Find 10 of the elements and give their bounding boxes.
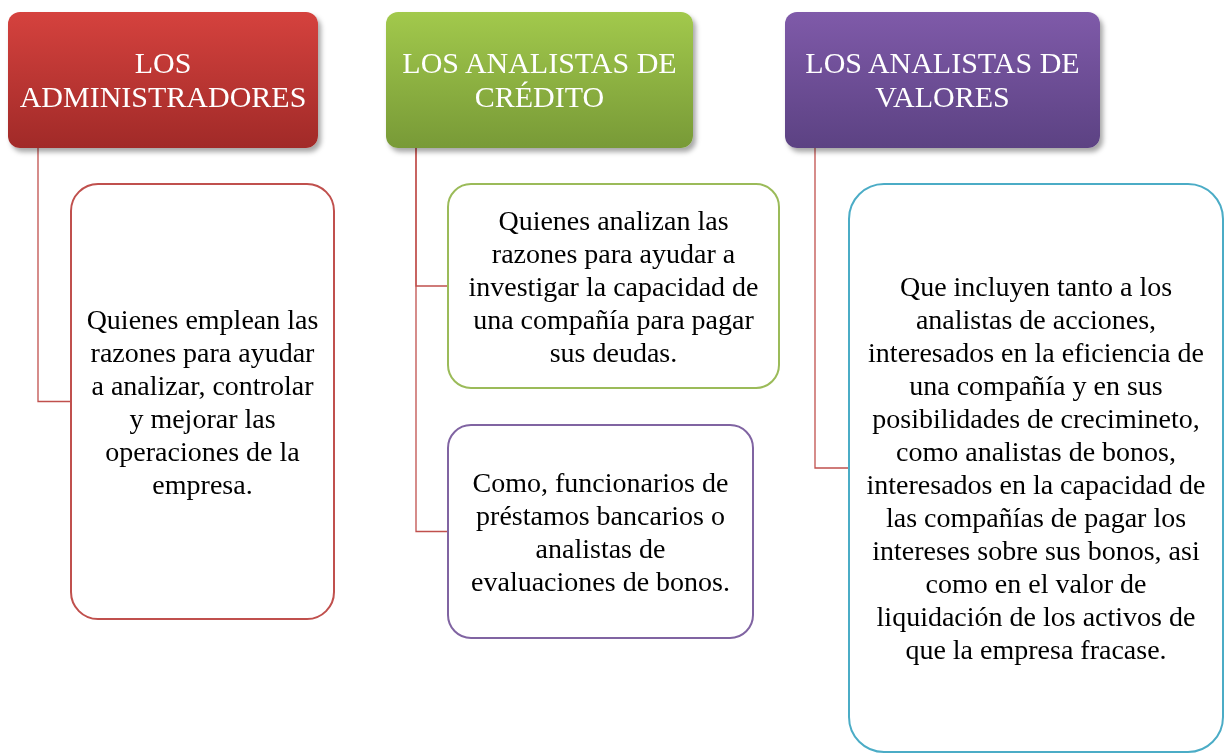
connector-line <box>37 147 71 403</box>
connector-line <box>814 147 849 469</box>
header-box: LOS ADMINISTRADORES <box>8 12 318 148</box>
header-box: LOS ANALISTAS DE CRÉDITO <box>386 12 693 148</box>
text-box: Que incluyen tanto a los analistas de acciones, interesados en la eficiencia de una compañía y en sus posibilidades de crecimineto, como analistas de bonos, interesados en la capacidad de las compañías de pagar los intereses sobre sus bonos, asi como en el valor de liquidación de los activos de que la empresa fracase. <box>848 183 1224 753</box>
text-box: Quienes emplean las razones para ayudar a analizar, controlar y mejorar las operaciones de la empresa. <box>70 183 335 620</box>
text-box: Quienes analizan las razones para ayudar a investigar la capacidad de una compañía para pagar sus deudas. <box>447 183 780 389</box>
header-box: LOS ANALISTAS DE VALORES <box>785 12 1100 148</box>
text-box: Como, funcionarios de préstamos bancarios o analistas de evaluaciones de bonos. <box>447 424 754 639</box>
connector-line <box>415 147 448 533</box>
